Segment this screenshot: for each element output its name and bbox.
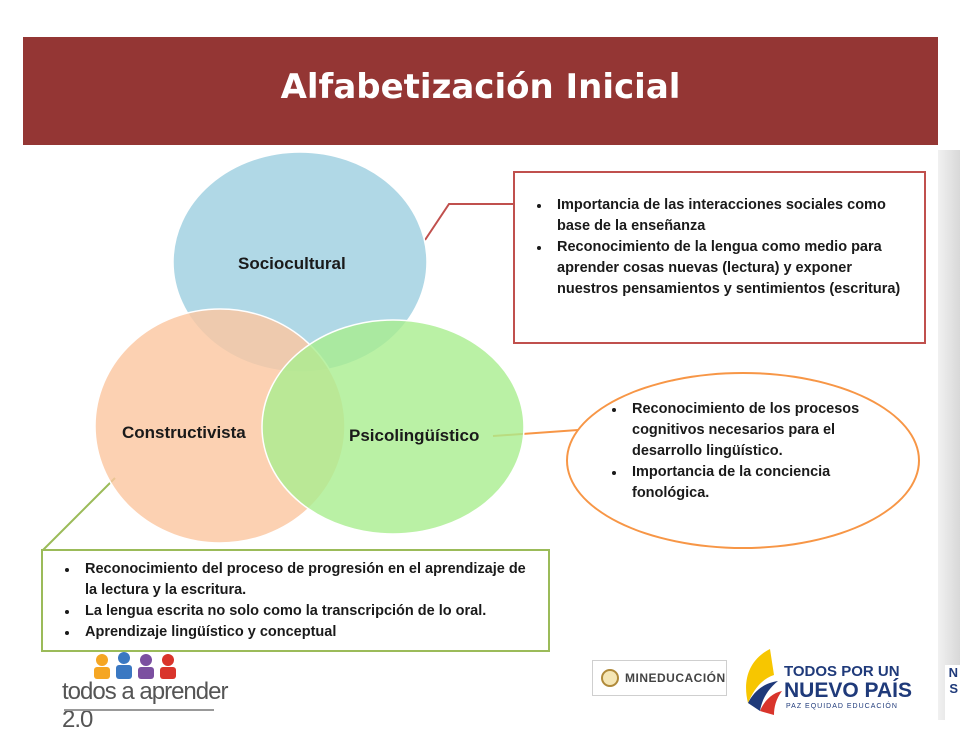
constructivista-list: Reconocimiento del proceso de progresión…	[49, 559, 540, 643]
constructivista-item: La lengua escrita no solo como la transc…	[79, 601, 540, 622]
sociocultural-item: Importancia de las interacciones sociale…	[551, 195, 916, 237]
tppn-line2: NUEVO PAÍS	[784, 679, 912, 702]
constructivista-callout: Reconocimiento del proceso de progresión…	[41, 549, 550, 652]
constructivista-item: Reconocimiento del proceso de progresión…	[79, 559, 540, 601]
sociocultural-connector	[424, 203, 513, 241]
people-icon	[94, 652, 176, 679]
constructivista-item: Aprendizaje lingüístico y conceptual	[79, 622, 540, 643]
psicolinguistico-label: Psicolingüístico	[349, 426, 480, 445]
psicolinguistico-callout: Reconocimiento de los procesos cognitivo…	[566, 372, 920, 549]
tppn-line3: PAZ EQUIDAD EDUCACIÓN	[786, 703, 898, 710]
constructivista-label: Constructivista	[122, 423, 246, 442]
mineducacion-text: MINEDUCACIÓN	[625, 671, 726, 685]
logo-underline	[64, 709, 214, 711]
sociocultural-label: Sociocultural	[238, 254, 346, 273]
sociocultural-callout: Importancia de las interacciones sociale…	[513, 171, 926, 344]
sociocultural-list: Importancia de las interacciones sociale…	[521, 195, 916, 300]
cropped-logo-edge: N S	[945, 665, 960, 720]
todos-por-un-nuevo-pais-logo: TODOS POR UN NUEVO PAÍS PAZ EQUIDAD EDUC…	[740, 645, 912, 717]
todos-a-aprender-text: todos a aprender 2.0	[62, 678, 228, 733]
constructivista-connector	[41, 477, 116, 552]
mineducacion-logo: MINEDUCACIÓN	[592, 660, 727, 696]
todos-a-aprender-logo: todos a aprender 2.0	[60, 652, 240, 733]
title-banner: Alfabetización Inicial	[23, 37, 938, 145]
tppn-line1: TODOS POR UN	[784, 663, 900, 680]
venn-circles	[94, 151, 525, 544]
psicolinguistico-item: Reconocimiento de los procesos cognitivo…	[626, 399, 898, 462]
psicolinguistico-item: Importancia de la conciencia fonológica.	[626, 462, 898, 504]
slide-edge-shadow	[938, 150, 960, 720]
sociocultural-item: Reconocimiento de la lengua como medio p…	[551, 237, 916, 300]
flag-swoosh-icon	[746, 649, 782, 715]
psicolinguistico-circle	[261, 319, 525, 535]
cropped-letter-s: S	[949, 681, 958, 696]
page-title: Alfabetización Inicial	[280, 67, 681, 107]
colombia-seal-icon	[601, 669, 619, 687]
cropped-letter-n: N	[948, 665, 958, 680]
psicolinguistico-list: Reconocimiento de los procesos cognitivo…	[598, 399, 898, 504]
